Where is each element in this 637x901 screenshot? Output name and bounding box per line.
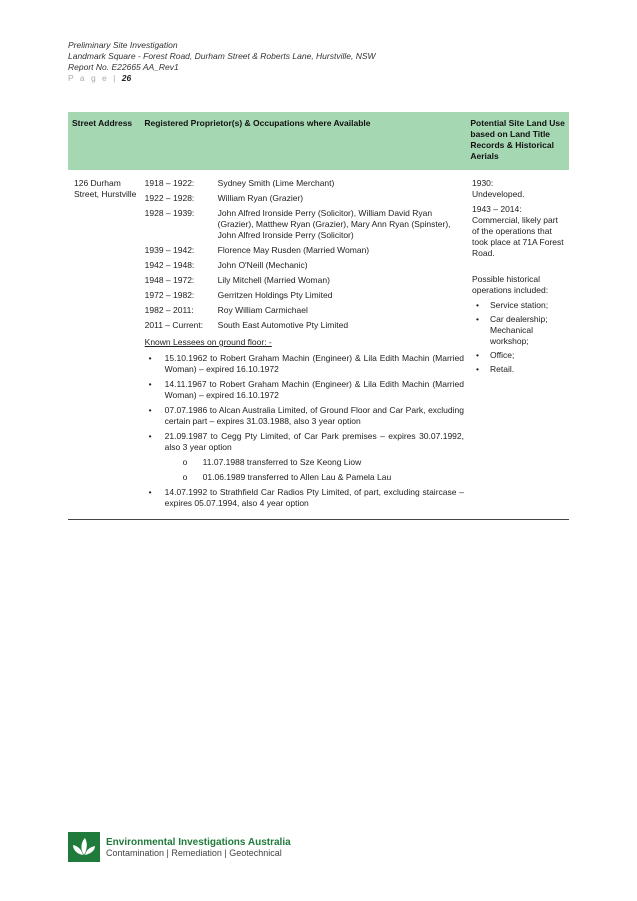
list-item: Office; (472, 350, 567, 361)
sub-list-item: 11.07.1988 transferred to Sze Keong Liow (145, 457, 464, 468)
list-item: 07.07.1986 to Alcan Australia Limited, o… (145, 405, 464, 427)
period: 1930: (471, 178, 494, 188)
proprietors-cell: 1918 – 1922: Sydney Smith (Lime Merchant)… (141, 178, 468, 513)
owner-row: 1922 – 1928: William Ryan (Grazier) (145, 193, 464, 204)
header-line: Preliminary Site Investigation (68, 40, 178, 50)
column-header: Registered Proprietor(s) & Occupations w… (144, 118, 371, 128)
owner-name: Lily Mitchell (Married Woman) (217, 275, 330, 285)
list-item: 14.07.1992 to Strathfield Car Radios Pty… (145, 487, 464, 509)
period: 1943 – 2014: (471, 204, 522, 214)
lessees-list: 15.10.1962 to Robert Graham Machin (Engi… (145, 353, 464, 509)
owner-dates: 1922 – 1928: (144, 193, 195, 203)
table-row: 126 Durham Street, Hurstville 1918 – 192… (68, 170, 569, 519)
owner-dates: 1928 – 1939: (144, 208, 195, 218)
owner-name: John Alfred Ironside Perry (Solicitor), … (217, 208, 451, 240)
company-name: Environmental Investigations Australia (106, 836, 291, 848)
list-item: Service station; (472, 300, 567, 311)
owner-name: William Ryan (Grazier) (217, 193, 304, 203)
owner-dates: 1939 – 1942: (144, 245, 195, 255)
page-num: 26 (121, 73, 132, 83)
owner-dates: 1972 – 1982: (144, 290, 195, 300)
page-number: P a g e | 26 (68, 73, 132, 83)
owner-dates: 1948 – 1972: (144, 275, 195, 285)
leaf-logo-icon (68, 832, 100, 862)
owner-dates: 1982 – 2011: (144, 305, 194, 315)
list-item: 15.10.1962 to Robert Graham Machin (Engi… (145, 353, 464, 375)
owner-name: Gerritzen Holdings Pty Limited (217, 290, 333, 300)
owner-name: Roy William Carmichael (217, 305, 308, 315)
owner-row: 1939 – 1942: Florence May Rusden (Married… (145, 245, 464, 256)
list-item: Car dealership; Mechanical workshop; (472, 314, 567, 347)
page-label: P a g e (68, 73, 109, 83)
column-header: Street Address (72, 118, 133, 128)
column-header: Potential Site Land Use based on Land Ti… (470, 118, 565, 161)
sub-list-item: 01.06.1989 transferred to Allen Lau & Pa… (145, 472, 464, 483)
owner-dates: 1918 – 1922: (144, 178, 195, 188)
owner-name: Florence May Rusden (Married Woman) (217, 245, 370, 255)
land-use: Undeveloped. (471, 189, 525, 199)
owner-row: 2011 – Current: South East Automotive Pty… (145, 320, 464, 331)
owner-dates: 2011 – Current: (144, 320, 204, 330)
table-header: Street Address Registered Proprietor(s) … (68, 112, 569, 170)
owner-dates: 1942 – 1948: (144, 260, 195, 270)
owner-row: 1948 – 1972: Lily Mitchell (Married Woman… (145, 275, 464, 286)
page-header: Preliminary Site Investigation Landmark … (68, 40, 376, 84)
street-address: 126 Durham Street, Hurstville (74, 178, 137, 199)
owner-row: 1972 – 1982: Gerritzen Holdings Pty Limit… (145, 290, 464, 301)
land-title-table: Street Address Registered Proprietor(s) … (68, 112, 569, 520)
list-item: 14.11.1967 to Robert Graham Machin (Engi… (145, 379, 464, 401)
owner-row: 1918 – 1922: Sydney Smith (Lime Merchant) (145, 178, 464, 189)
header-line: Report No. E22665 AA_Rev1 (68, 62, 179, 72)
owner-row: 1928 – 1939: John Alfred Ironside Perry (… (145, 208, 464, 241)
owner-name: John O'Neill (Mechanic) (217, 260, 308, 270)
footer: Environmental Investigations Australia C… (68, 832, 291, 862)
owner-row: 1982 – 2011: Roy William Carmichael (145, 305, 464, 316)
header-line: Landmark Square - Forest Road, Durham St… (68, 51, 376, 61)
owner-name: South East Automotive Pty Limited (217, 320, 349, 330)
operations-intro: Possible historical operations included: (471, 274, 549, 295)
lessees-label: Known Lessees on ground floor: - (144, 337, 272, 347)
list-item: Retail. (472, 364, 567, 375)
owner-name: Sydney Smith (Lime Merchant) (217, 178, 335, 188)
land-use-cell: 1930:Undeveloped. 1943 – 2014:Commercial… (468, 178, 569, 513)
company-tagline: Contamination | Remediation | Geotechnic… (106, 847, 282, 858)
list-item: 21.09.1987 to Cegg Pty Limited, of Car P… (145, 431, 464, 453)
owner-row: 1942 – 1948: John O'Neill (Mechanic) (145, 260, 464, 271)
land-use: Commercial, likely part of the operation… (471, 215, 564, 258)
